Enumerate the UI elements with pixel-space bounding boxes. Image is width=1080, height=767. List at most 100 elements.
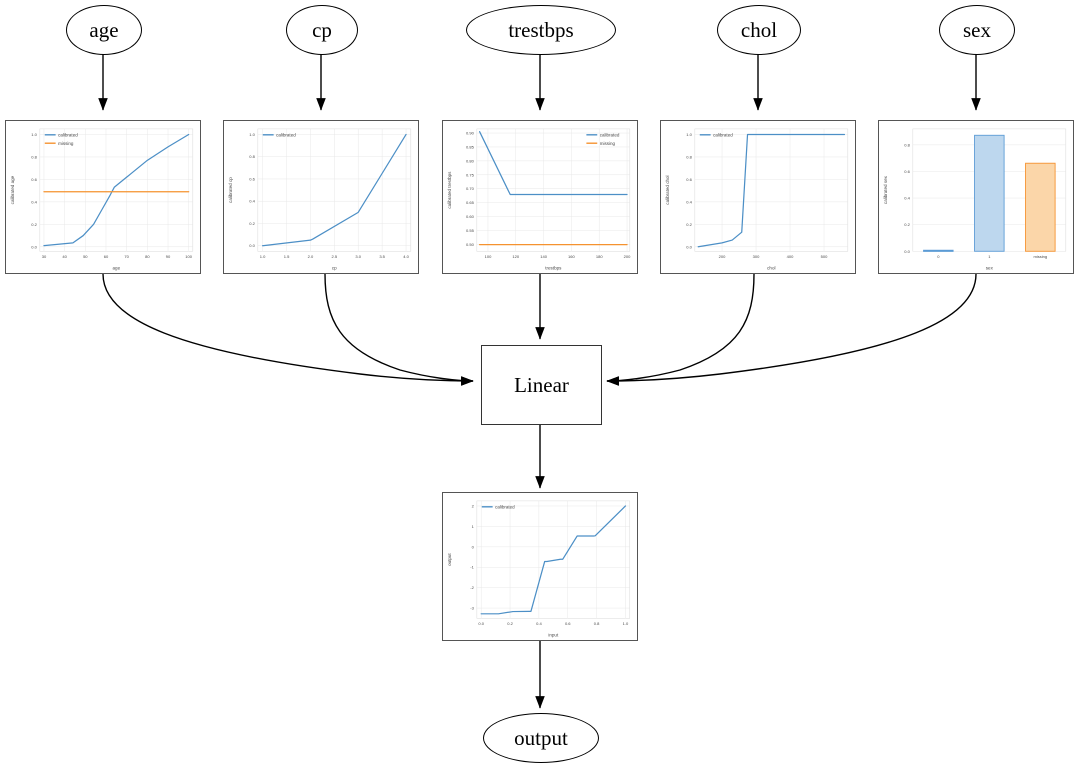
svg-text:0.8: 0.8 bbox=[686, 154, 692, 159]
svg-text:0.0: 0.0 bbox=[249, 243, 255, 248]
svg-text:120: 120 bbox=[512, 254, 519, 259]
svg-text:0: 0 bbox=[472, 544, 475, 549]
svg-text:0.0: 0.0 bbox=[31, 244, 37, 249]
svg-text:0.6: 0.6 bbox=[249, 176, 255, 181]
svg-text:calibrated chol: calibrated chol bbox=[665, 175, 670, 204]
svg-text:100: 100 bbox=[185, 254, 192, 259]
svg-text:missing: missing bbox=[1033, 254, 1047, 259]
svg-text:missing: missing bbox=[600, 141, 616, 146]
svg-text:1.0: 1.0 bbox=[260, 254, 266, 259]
svg-text:0.4: 0.4 bbox=[904, 196, 910, 201]
node-cp[interactable]: cp bbox=[286, 5, 358, 55]
edge-chart-sex-to-linear bbox=[606, 273, 977, 386]
svg-text:160: 160 bbox=[568, 254, 575, 259]
svg-text:calibrated: calibrated bbox=[495, 504, 515, 509]
node-age[interactable]: age bbox=[66, 5, 142, 55]
svg-text:400: 400 bbox=[787, 254, 794, 259]
plot-trestbps: 0.50 0.55 0.60 0.65 0.70 0.75 0.80 0.85 0.90 100 1… bbox=[447, 128, 631, 271]
svg-text:0.6: 0.6 bbox=[31, 177, 37, 182]
svg-text:0.70: 0.70 bbox=[466, 186, 475, 191]
svg-text:sex: sex bbox=[986, 266, 994, 271]
svg-text:0.2: 0.2 bbox=[31, 222, 37, 227]
node-chol[interactable]: chol bbox=[717, 5, 801, 55]
svg-text:0.2: 0.2 bbox=[904, 222, 910, 227]
svg-text:0.4: 0.4 bbox=[536, 621, 542, 626]
svg-text:0.90: 0.90 bbox=[466, 131, 475, 136]
svg-text:0.4: 0.4 bbox=[31, 199, 37, 204]
edge-chart-chol-to-linear bbox=[606, 273, 755, 386]
svg-text:0.55: 0.55 bbox=[466, 228, 475, 233]
svg-text:1: 1 bbox=[472, 524, 475, 529]
svg-text:0.0: 0.0 bbox=[478, 621, 484, 626]
node-linear-label: Linear bbox=[514, 372, 569, 397]
svg-text:0.8: 0.8 bbox=[594, 621, 600, 626]
svg-text:calibrated: calibrated bbox=[58, 132, 78, 137]
svg-text:100: 100 bbox=[485, 254, 492, 259]
node-linear[interactable]: Linear bbox=[481, 345, 602, 425]
svg-text:1.5: 1.5 bbox=[284, 254, 290, 259]
svg-text:0.80: 0.80 bbox=[466, 158, 475, 163]
svg-text:1.0: 1.0 bbox=[623, 621, 629, 626]
svg-text:140: 140 bbox=[540, 254, 547, 259]
svg-text:0.4: 0.4 bbox=[249, 199, 255, 204]
svg-text:0.6: 0.6 bbox=[565, 621, 571, 626]
svg-text:0.0: 0.0 bbox=[904, 249, 910, 254]
svg-text:0.8: 0.8 bbox=[31, 154, 37, 159]
svg-text:0.2: 0.2 bbox=[507, 621, 513, 626]
svg-text:0.65: 0.65 bbox=[466, 200, 475, 205]
svg-text:60: 60 bbox=[104, 254, 109, 259]
node-trestbps[interactable]: trestbps bbox=[466, 5, 616, 55]
svg-text:0.60: 0.60 bbox=[466, 214, 475, 219]
svg-text:90: 90 bbox=[166, 254, 171, 259]
node-trestbps-label: trestbps bbox=[508, 17, 574, 42]
svg-text:3.0: 3.0 bbox=[355, 254, 361, 259]
node-output-label: output bbox=[514, 725, 568, 750]
svg-text:0.75: 0.75 bbox=[466, 172, 475, 177]
svg-text:cp: cp bbox=[332, 266, 337, 271]
svg-text:calibrated sex: calibrated sex bbox=[883, 175, 888, 204]
svg-text:calibrated cp: calibrated cp bbox=[228, 177, 233, 203]
svg-text:trestbps: trestbps bbox=[545, 266, 562, 271]
node-sex-label: sex bbox=[963, 17, 991, 42]
svg-text:0.4: 0.4 bbox=[686, 199, 692, 204]
svg-text:input: input bbox=[548, 633, 559, 638]
chart-panel-trestbps[interactable]: 0.50 0.55 0.60 0.65 0.70 0.75 0.80 0.85 0.90 100 1… bbox=[442, 120, 638, 274]
svg-text:-1: -1 bbox=[470, 565, 474, 570]
node-chol-label: chol bbox=[740, 17, 778, 42]
node-output[interactable]: output bbox=[483, 713, 599, 763]
svg-text:0.2: 0.2 bbox=[686, 222, 692, 227]
svg-text:2.5: 2.5 bbox=[332, 254, 338, 259]
svg-text:500: 500 bbox=[821, 254, 828, 259]
svg-text:70: 70 bbox=[124, 254, 129, 259]
svg-text:0.85: 0.85 bbox=[466, 144, 475, 149]
node-cp-label: cp bbox=[312, 17, 332, 42]
svg-text:calibrated age: calibrated age bbox=[10, 175, 15, 204]
edge-chart-cp-to-linear bbox=[324, 273, 474, 386]
svg-text:missing: missing bbox=[58, 141, 74, 146]
svg-text:calibrated: calibrated bbox=[276, 132, 296, 137]
node-sex[interactable]: sex bbox=[939, 5, 1015, 55]
svg-text:40: 40 bbox=[62, 254, 67, 259]
svg-text:0.0: 0.0 bbox=[686, 244, 692, 249]
svg-text:2.0: 2.0 bbox=[308, 254, 314, 259]
svg-text:calibrated trestbps: calibrated trestbps bbox=[447, 171, 452, 209]
svg-text:30: 30 bbox=[42, 254, 47, 259]
svg-text:0.6: 0.6 bbox=[686, 177, 692, 182]
edge-chart-age-to-linear bbox=[102, 273, 474, 386]
svg-text:chol: chol bbox=[767, 266, 775, 271]
node-age-label: age bbox=[89, 17, 119, 42]
svg-text:200: 200 bbox=[719, 254, 726, 259]
svg-text:0.50: 0.50 bbox=[466, 242, 475, 247]
svg-text:output: output bbox=[447, 553, 452, 566]
svg-text:200: 200 bbox=[624, 254, 631, 259]
